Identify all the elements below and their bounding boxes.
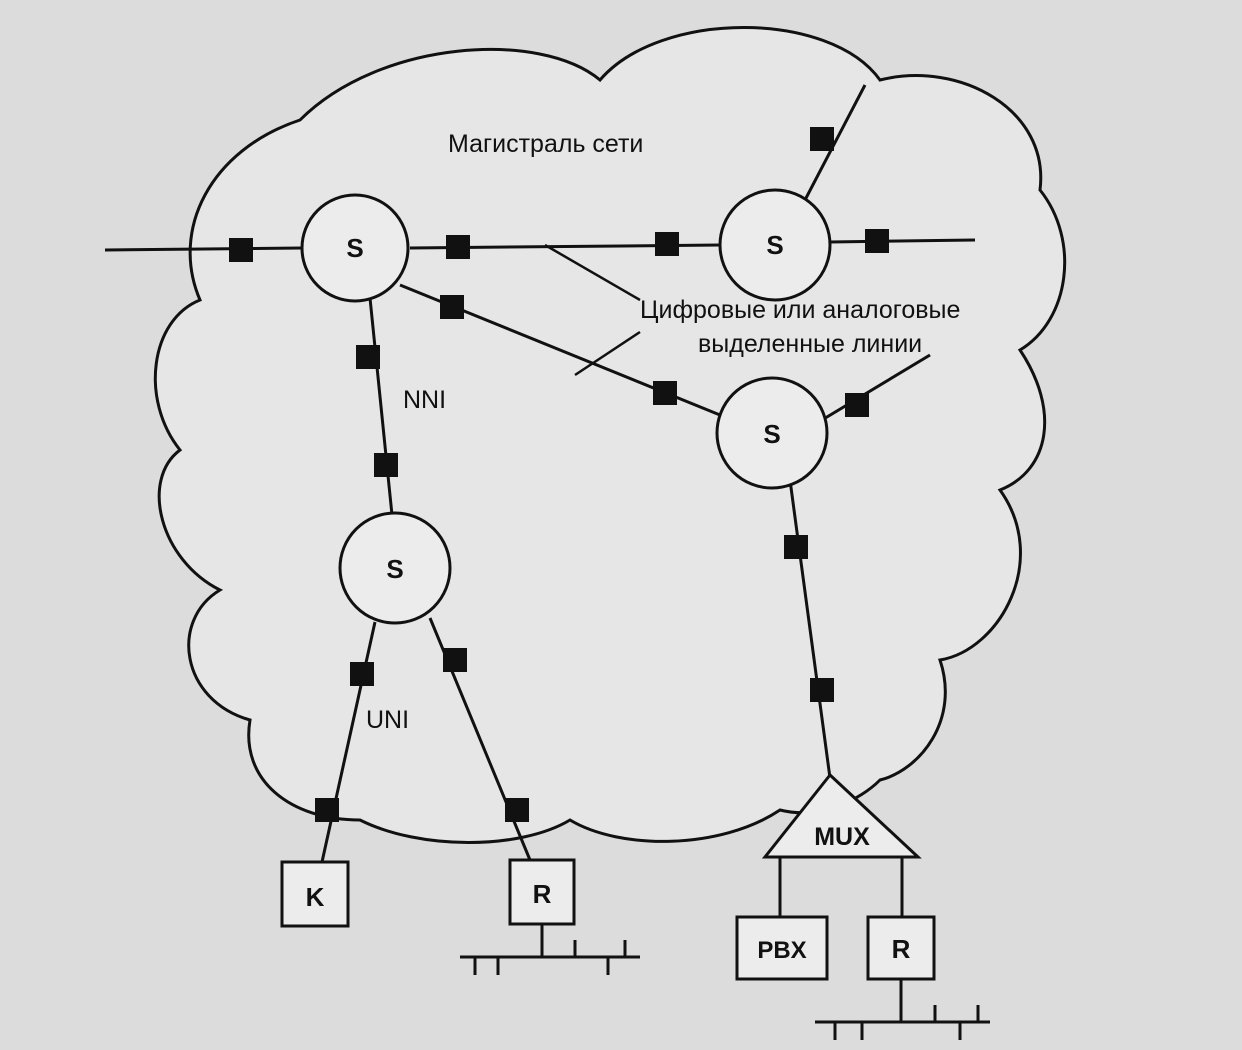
lan-bus-1 bbox=[460, 940, 640, 975]
interface-marker bbox=[350, 662, 374, 686]
terminal-k-label: K bbox=[306, 882, 325, 912]
interface-marker bbox=[229, 238, 253, 262]
interface-marker bbox=[440, 295, 464, 319]
switch-label: S bbox=[386, 554, 403, 584]
interface-marker bbox=[446, 235, 470, 259]
interface-marker bbox=[374, 453, 398, 477]
interface-marker bbox=[784, 535, 808, 559]
mux-label: MUX bbox=[814, 823, 870, 851]
interface-marker bbox=[655, 232, 679, 256]
line-s1-s4 bbox=[368, 297, 394, 516]
switch-node-1: S bbox=[300, 193, 410, 303]
router-label: R bbox=[533, 879, 552, 909]
line-s2-cloud-top bbox=[803, 84, 867, 201]
leader-line-1 bbox=[544, 243, 641, 302]
uni-label: UNI bbox=[366, 706, 409, 734]
leader-line-2 bbox=[574, 330, 641, 377]
mux-node: MUX bbox=[761, 772, 922, 859]
switch-label: S bbox=[766, 230, 783, 260]
interface-marker bbox=[443, 648, 467, 672]
leased-lines-label-line2: выделенные линии bbox=[698, 330, 922, 358]
line-s3-right bbox=[821, 353, 931, 422]
interface-marker bbox=[505, 798, 529, 822]
pbx-node: PBX bbox=[735, 915, 829, 981]
line-right-external bbox=[829, 238, 976, 244]
line-s3-mux bbox=[788, 479, 832, 779]
interface-marker bbox=[810, 127, 834, 151]
interface-marker bbox=[315, 798, 339, 822]
switch-node-4: S bbox=[338, 511, 452, 625]
switch-node-2: S bbox=[718, 188, 832, 302]
nni-label: NNI bbox=[403, 386, 446, 414]
terminal-k: K bbox=[280, 860, 350, 928]
interface-marker bbox=[653, 381, 677, 405]
router-label: R bbox=[892, 934, 911, 964]
pbx-label: PBX bbox=[757, 937, 806, 964]
router-1: R bbox=[508, 858, 576, 926]
interface-marker bbox=[810, 678, 834, 702]
backbone-label: Магистраль сети bbox=[448, 130, 643, 158]
switch-label: S bbox=[346, 233, 363, 263]
switch-label: S bbox=[763, 419, 780, 449]
leased-lines-label-line1: Цифровые или аналоговые bbox=[640, 296, 960, 324]
interface-marker bbox=[865, 229, 889, 253]
interface-marker bbox=[356, 345, 380, 369]
interface-marker bbox=[845, 393, 869, 417]
lan-bus-2 bbox=[815, 1005, 990, 1040]
line-left-external bbox=[104, 246, 303, 252]
switch-node-3: S bbox=[715, 376, 829, 490]
router-2: R bbox=[866, 915, 936, 981]
